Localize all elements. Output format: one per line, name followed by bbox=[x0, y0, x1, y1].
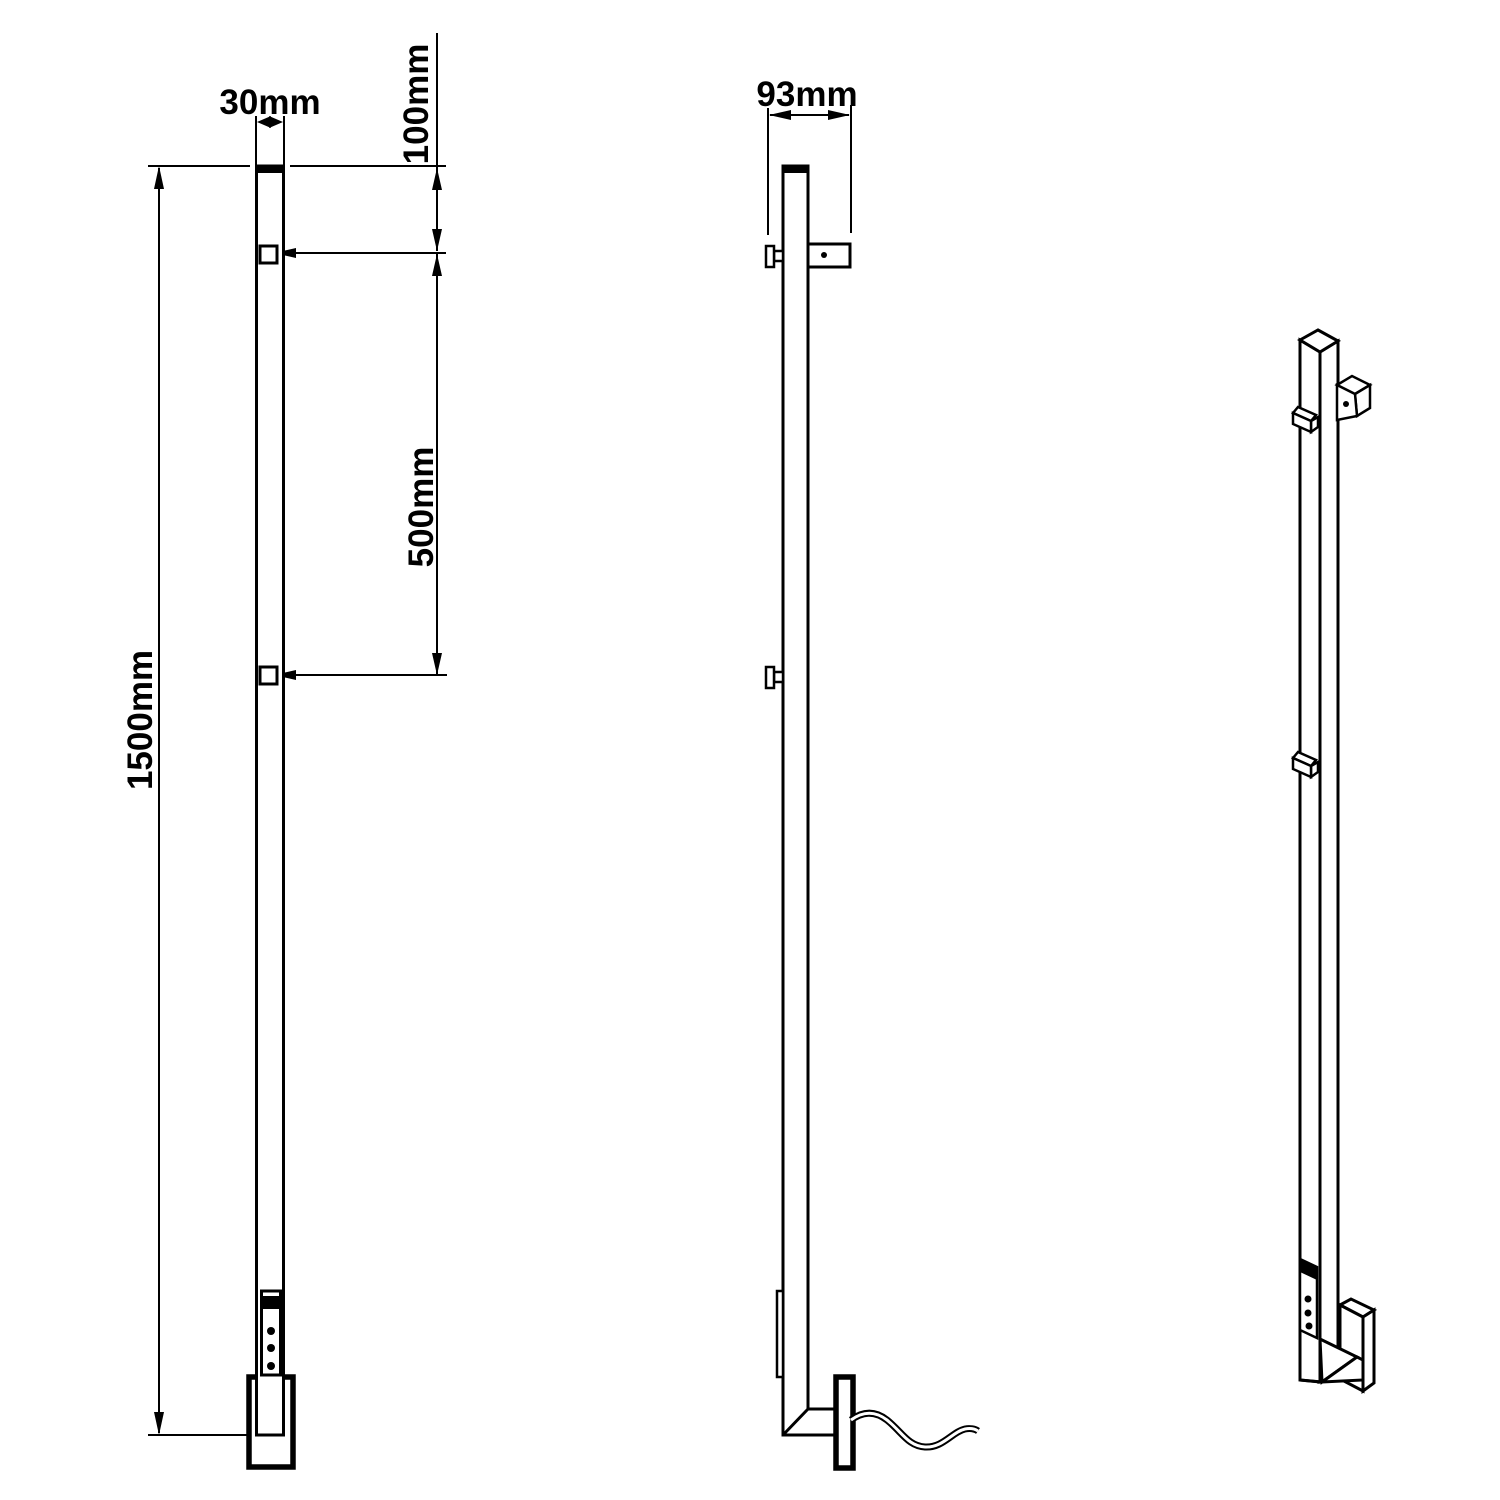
hook-spacing-label: 500mm bbox=[402, 447, 441, 568]
front-hook-bottom bbox=[258, 665, 279, 686]
dim-bar-width: 30mm bbox=[219, 83, 321, 165]
front-control-panel bbox=[260, 1289, 282, 1377]
plate-right-face bbox=[1361, 1307, 1376, 1394]
side-bar bbox=[781, 164, 838, 1437]
persp-bar-right-face bbox=[1318, 338, 1340, 1353]
arrow-right-icon bbox=[269, 116, 283, 128]
power-cord-core bbox=[850, 1411, 979, 1449]
persp-bar-top-face bbox=[1297, 328, 1341, 354]
dim-ext-lines-width bbox=[255, 116, 285, 165]
side-hook-top bbox=[764, 244, 785, 269]
side-wall-bracket bbox=[806, 242, 852, 269]
arrow-up-icon bbox=[154, 166, 164, 189]
side-wall-plate bbox=[833, 1374, 856, 1471]
persp-control-panel bbox=[1298, 1257, 1319, 1340]
persp-hook-top bbox=[1290, 405, 1320, 435]
power-cord bbox=[848, 1409, 980, 1451]
dim-mount-depth: 93mm bbox=[756, 75, 858, 235]
side-hook-bottom bbox=[764, 665, 785, 690]
arrow-left-icon bbox=[769, 110, 791, 120]
mount-depth-label: 93mm bbox=[756, 75, 857, 114]
persp-bar-left-face bbox=[1298, 337, 1322, 1384]
top-offset-label: 100mm bbox=[397, 44, 436, 165]
perspective-view bbox=[1290, 328, 1378, 1394]
arrow-left-icon bbox=[257, 116, 271, 128]
hook-flange bbox=[764, 244, 776, 269]
side-control-panel bbox=[775, 1289, 785, 1379]
persp-wall-bracket bbox=[1334, 374, 1373, 422]
arrow-down-icon bbox=[432, 653, 442, 675]
bracket-screw-hole-icon bbox=[821, 252, 827, 258]
arrow-up-icon bbox=[432, 254, 442, 276]
front-hook-top bbox=[258, 244, 279, 265]
front-bar bbox=[255, 164, 285, 1437]
bar-bottom-bevel bbox=[1299, 1378, 1323, 1384]
arrow-down-icon bbox=[432, 229, 442, 251]
control-button-icon bbox=[1304, 1309, 1312, 1317]
side-bar-top-cap bbox=[783, 166, 808, 173]
bar-width-label: 30mm bbox=[219, 83, 320, 122]
hook-front-face bbox=[1291, 411, 1313, 434]
control-button-icon bbox=[267, 1327, 275, 1335]
persp-bottom-arm bbox=[1299, 1317, 1365, 1391]
side-view: 93mm bbox=[756, 75, 980, 1471]
control-panel-display bbox=[262, 1296, 280, 1309]
control-button-icon bbox=[1305, 1322, 1313, 1330]
control-button-icon bbox=[267, 1344, 275, 1352]
hook-stem bbox=[772, 670, 785, 684]
front-bar-top-cap bbox=[256, 166, 284, 173]
dim-hook-spacing: 500mm bbox=[274, 248, 447, 680]
side-bar-bevel bbox=[781, 1407, 810, 1437]
persp-hook-bottom bbox=[1290, 750, 1320, 780]
control-button-icon bbox=[1304, 1295, 1312, 1303]
hook-stem bbox=[772, 249, 785, 263]
control-button-icon bbox=[267, 1362, 275, 1370]
control-panel-display bbox=[1300, 1259, 1317, 1280]
total-height-label: 1500mm bbox=[121, 650, 160, 790]
hook-flange bbox=[764, 665, 776, 690]
arrow-down-icon bbox=[154, 1412, 164, 1435]
arrow-right-icon bbox=[828, 110, 850, 120]
hook-front-face bbox=[1291, 756, 1313, 779]
bracket-screw-hole-icon bbox=[1343, 401, 1349, 407]
arrow-up-icon bbox=[432, 168, 442, 190]
dim-total-height: 1500mm bbox=[121, 165, 446, 1436]
front-view: 1500mm 30mm 100mm 500mm bbox=[121, 33, 447, 1470]
dim-top-offset: 100mm bbox=[397, 33, 442, 251]
dim-ext-lines-depth bbox=[767, 105, 852, 235]
